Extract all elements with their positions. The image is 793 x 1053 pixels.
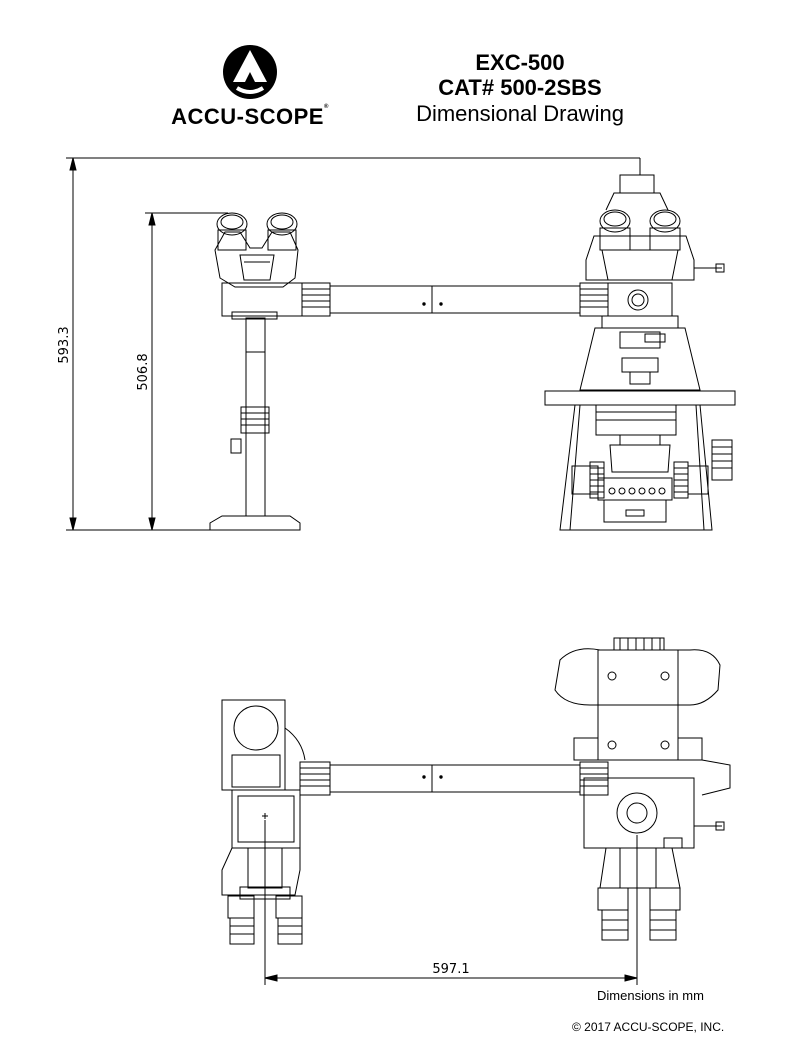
title-block: EXC-500 CAT# 500-2SBS Dimensional Drawin…	[390, 50, 650, 128]
dimension-label-overall-height: 593.3	[57, 326, 72, 363]
brand-logo: ACCU-SCOPE®	[160, 44, 340, 134]
connecting-arm	[221, 282, 609, 317]
accu-scope-logo-icon	[223, 45, 277, 99]
main-microscope	[544, 174, 736, 531]
model-title: EXC-500	[475, 50, 565, 75]
dimension-eyepiece-height	[145, 212, 228, 531]
connecting-arm-top	[299, 761, 609, 796]
main-microscope-top	[554, 637, 731, 941]
dimension-label-eyepiece-height: 506.8	[136, 353, 151, 390]
satellite-binocular-head	[214, 212, 299, 288]
units-note: Dimensions in mm	[597, 988, 704, 1003]
satellite-stand	[209, 311, 301, 531]
satellite-head-top	[221, 699, 306, 945]
document-type: Dimensional Drawing	[416, 101, 624, 126]
brand-name: ACCU-SCOPE®	[171, 104, 329, 129]
copyright: © 2017 ACCU-SCOPE, INC.	[572, 1020, 725, 1034]
catalog-number: CAT# 500-2SBS	[438, 75, 602, 100]
dimension-eyepiece-spacing	[264, 820, 638, 985]
dimension-label-eyepiece-spacing: 597.1	[432, 962, 469, 977]
front-view: 593.3 506.8	[57, 157, 736, 531]
top-view: 597.1	[221, 637, 731, 985]
